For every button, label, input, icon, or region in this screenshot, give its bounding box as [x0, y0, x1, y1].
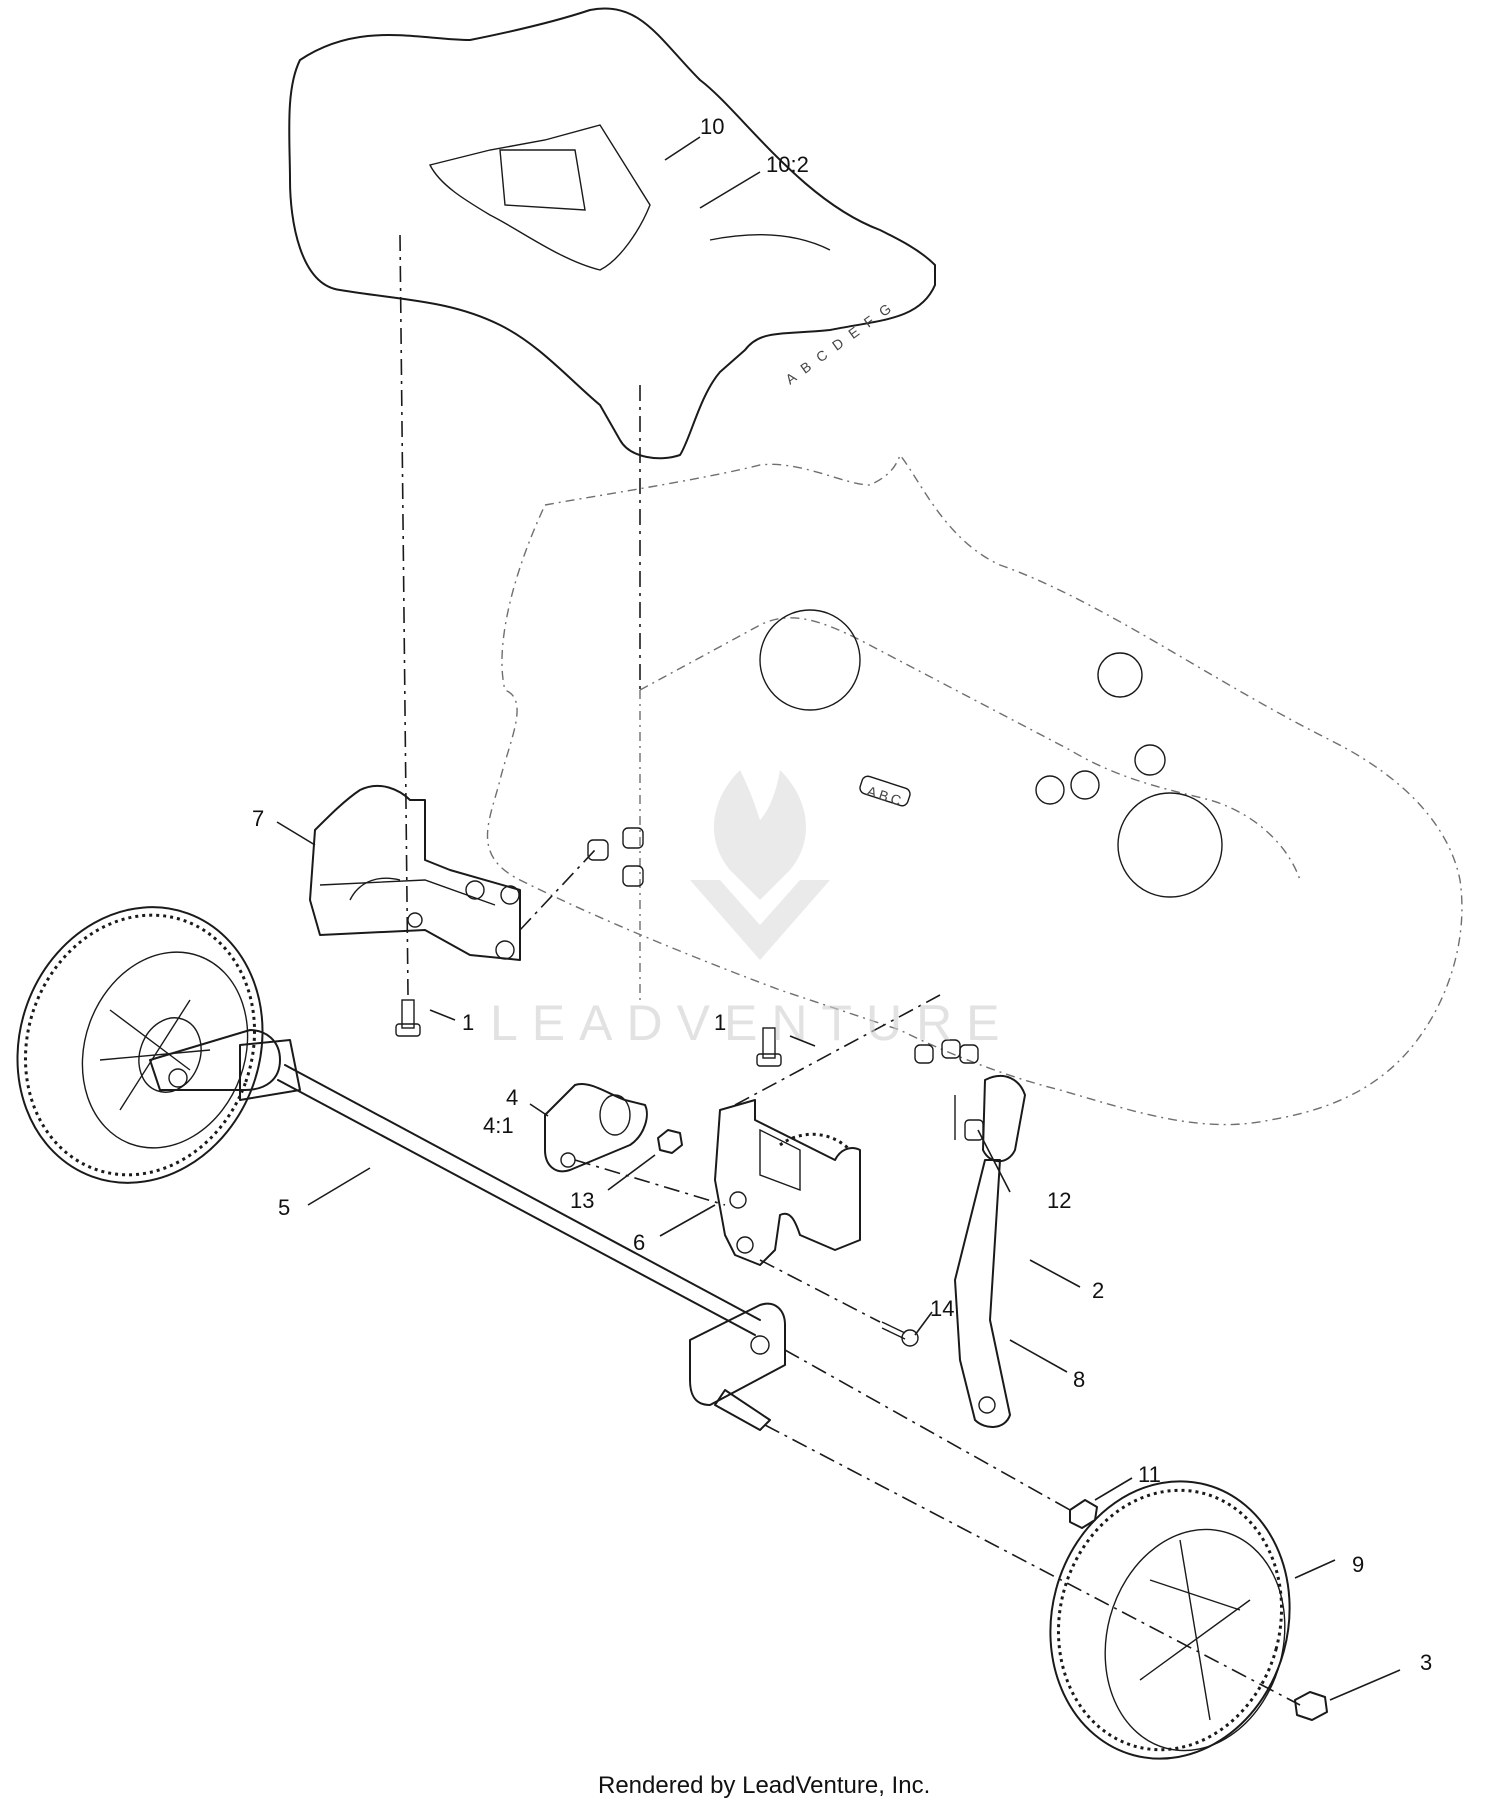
part-11-bolt	[1069, 1499, 1098, 1529]
deck-bushings	[914, 1039, 979, 1064]
leader-8	[1009, 1339, 1068, 1373]
callout-9: 9	[1352, 1552, 1364, 1577]
callout-3: 3	[1420, 1650, 1432, 1675]
deck-hole-large-center	[1117, 792, 1223, 898]
part-4-pivot	[544, 1083, 648, 1173]
deck-hole-medium-c	[1035, 775, 1065, 805]
assembly-line-11	[784, 1349, 1071, 1511]
leader-1-right	[789, 1035, 816, 1047]
leader-6	[659, 1204, 716, 1237]
leader-3	[1329, 1669, 1401, 1701]
leader-9	[1294, 1559, 1336, 1579]
callout-10-2: 10:2	[766, 152, 809, 177]
assembly-line-axle-to-wheel	[764, 1424, 1301, 1706]
leader-14	[914, 1311, 933, 1336]
leader-2	[1029, 1259, 1081, 1288]
deck-hole-large-top	[759, 609, 861, 711]
assembly-line-6-to-deck	[734, 994, 941, 1106]
callout-2: 2	[1092, 1278, 1104, 1303]
callout-11: 11	[1138, 1462, 1161, 1487]
leader-13	[607, 1154, 656, 1191]
leader-12	[977, 1129, 1011, 1193]
callout-6: 6	[633, 1230, 645, 1255]
part-3-nut	[1294, 1691, 1328, 1721]
part-1-bolt-right	[756, 1027, 782, 1067]
watermark: LEADVENTURE	[490, 770, 1014, 1051]
callout-12: 12	[1047, 1188, 1071, 1213]
assembly-line-14	[759, 1259, 881, 1323]
callout-13: 13	[570, 1188, 594, 1213]
part-14-screw	[881, 1321, 919, 1347]
leader-10	[664, 136, 701, 161]
assembly-line-bracket7	[519, 849, 596, 931]
leader-1-left	[429, 1009, 456, 1021]
deck-hole-medium-a	[1097, 652, 1143, 698]
part-5-axle	[277, 1064, 786, 1431]
callout-1-right: 1	[714, 1010, 726, 1035]
part-2-grip	[982, 1075, 1026, 1163]
leader-7	[276, 821, 316, 846]
part-6-bracket	[714, 1099, 861, 1266]
callout-8: 8	[1073, 1367, 1085, 1392]
rear-pivot-arm	[149, 1029, 301, 1101]
callout-4: 4	[506, 1085, 518, 1110]
callout-7: 7	[252, 806, 264, 831]
callout-10: 10	[700, 114, 724, 139]
leader-11	[1094, 1477, 1133, 1501]
part-8-lever	[954, 1159, 1011, 1428]
height-scale-letters: A B C D E F G	[782, 299, 896, 388]
rear-wheel	[16, 906, 264, 1184]
deck-hole-medium-b	[1134, 744, 1166, 776]
deck-hole-medium-d	[1070, 770, 1100, 800]
leader-10-2	[699, 171, 761, 209]
part-1-bolt-left	[395, 999, 421, 1037]
leader-4	[529, 1103, 549, 1117]
part-8-lever-hole	[978, 1396, 996, 1414]
callout-5: 5	[278, 1195, 290, 1220]
watermark-text: LEADVENTURE	[490, 995, 1014, 1051]
part-10-handle-cover: A B C D E F G	[288, 7, 936, 460]
part-13-nut	[657, 1129, 683, 1154]
render-credit: Rendered by LeadVenture, Inc.	[598, 1772, 930, 1799]
assembly-line-cover-left	[399, 234, 409, 996]
assembly-line-4-to-6	[574, 1159, 726, 1206]
part-9-front-wheel	[1049, 1480, 1291, 1760]
deck-mark-plate	[859, 775, 911, 807]
part-7-bracket	[309, 784, 644, 961]
leader-5	[307, 1167, 371, 1206]
callout-4-1: 4:1	[483, 1113, 514, 1138]
callout-1-left: 1	[462, 1010, 474, 1035]
callout-14: 14	[930, 1296, 954, 1321]
